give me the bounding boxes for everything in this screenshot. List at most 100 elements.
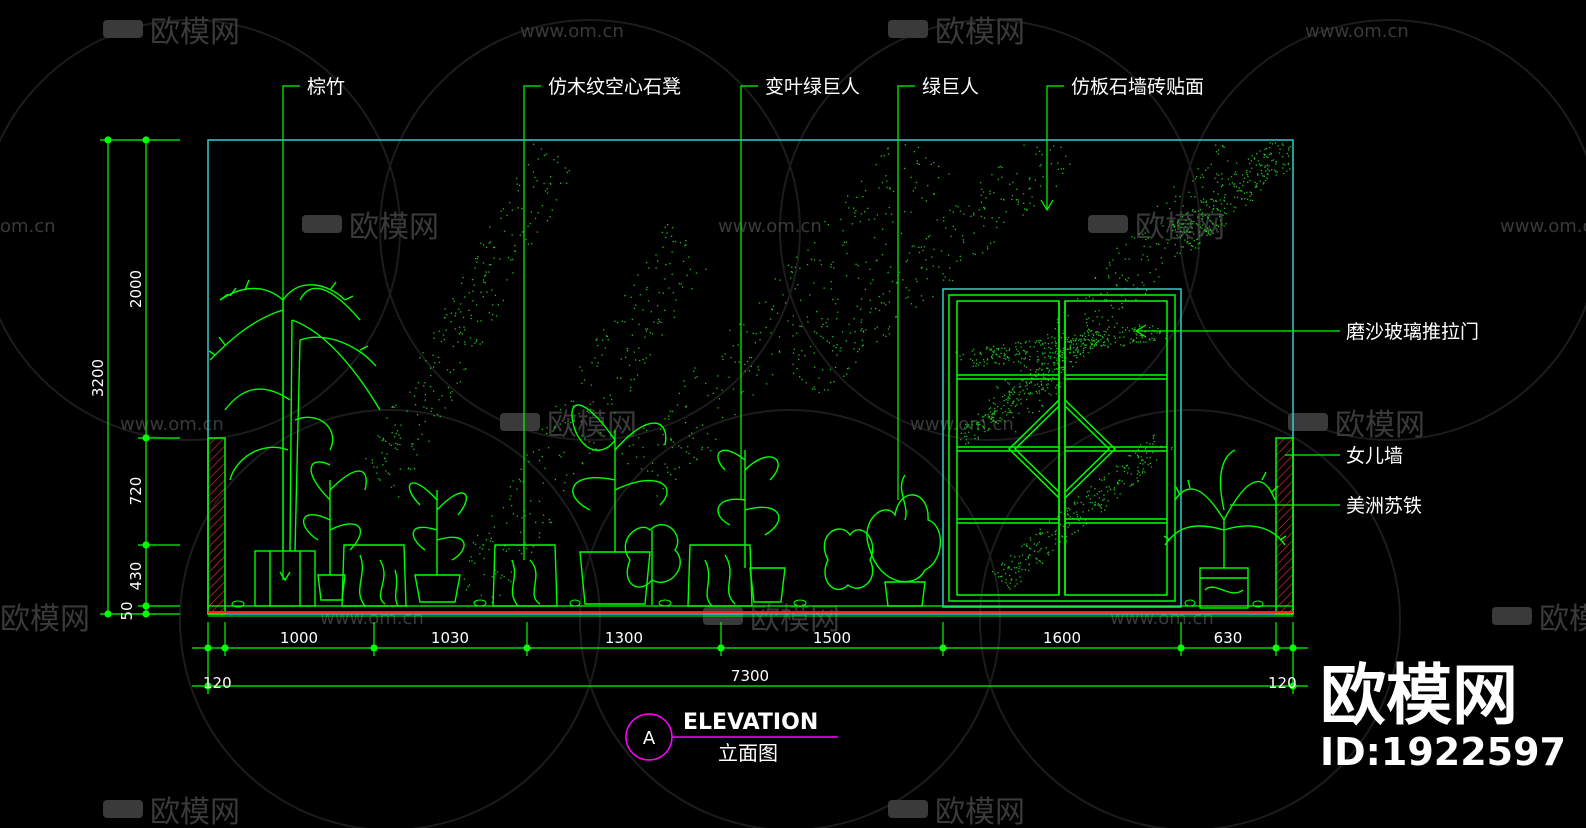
- tile-speck: [1083, 344, 1086, 346]
- tile-speck: [1005, 211, 1007, 213]
- tile-speck: [1130, 338, 1132, 340]
- tile-speck: [392, 405, 394, 408]
- tile-speck: [516, 515, 518, 517]
- tile-speck: [1152, 451, 1154, 454]
- tile-speck: [843, 375, 845, 377]
- tile-speck: [915, 278, 917, 280]
- tile-speck: [1126, 327, 1129, 329]
- tile-speck: [925, 157, 927, 159]
- tile-speck: [1118, 480, 1120, 482]
- tile-speck: [1156, 218, 1158, 220]
- tile-speck: [1098, 491, 1100, 493]
- tile-speck: [1158, 243, 1160, 245]
- tile-speck: [1018, 352, 1021, 354]
- tile-speck: [584, 438, 586, 440]
- tile-speck: [1145, 238, 1147, 241]
- tile-speck: [983, 416, 985, 418]
- tile-speck: [874, 218, 876, 220]
- tile-speck: [422, 352, 424, 354]
- tile-speck: [1173, 226, 1175, 228]
- tile-speck: [1066, 513, 1069, 515]
- tile-speck: [1024, 208, 1026, 210]
- watermark-url: www.om.cn: [718, 216, 822, 237]
- tile-speck: [425, 360, 427, 362]
- tile-speck: [495, 315, 498, 317]
- tile-speck: [1201, 234, 1203, 237]
- tile-speck: [502, 507, 505, 509]
- tile-speck: [532, 143, 535, 145]
- tile-speck: [1234, 196, 1236, 198]
- tile-speck: [664, 278, 666, 280]
- tile-speck: [480, 594, 482, 596]
- tile-speck: [1255, 184, 1257, 186]
- tile-speck: [1041, 362, 1043, 364]
- tile-speck: [604, 347, 606, 349]
- tile-speck: [862, 344, 864, 346]
- tile-speck: [538, 459, 541, 462]
- tile-speck: [522, 481, 524, 483]
- tile-speck: [1052, 376, 1054, 379]
- tile-speck: [1071, 533, 1073, 535]
- tile-speck: [992, 351, 994, 353]
- tile-speck: [1188, 218, 1190, 220]
- tile-speck: [1031, 196, 1033, 198]
- tile-speck: [1238, 187, 1240, 189]
- tile-speck: [488, 264, 491, 266]
- tile-speck: [1085, 344, 1087, 346]
- tile-speck: [472, 290, 474, 292]
- tile-speck: [1278, 152, 1280, 154]
- tile-speck: [881, 181, 884, 184]
- tile-speck: [1189, 242, 1191, 245]
- tile-speck: [1119, 479, 1121, 481]
- tile-speck: [488, 242, 490, 244]
- tile-speck: [835, 347, 837, 349]
- tile-speck: [460, 331, 462, 334]
- tile-speck: [694, 367, 696, 369]
- tile-speck: [1016, 404, 1018, 406]
- tile-speck: [667, 471, 669, 473]
- tile-speck: [809, 294, 811, 296]
- tile-speck: [790, 271, 792, 273]
- tile-speck: [1195, 223, 1198, 225]
- tile-speck: [991, 355, 993, 357]
- tile-speck: [1020, 346, 1022, 348]
- tile-speck: [1106, 328, 1109, 330]
- tile-speck: [856, 305, 858, 307]
- tile-speck: [1208, 215, 1210, 217]
- tile-speck: [1142, 459, 1144, 462]
- tile-speck: [1107, 338, 1109, 340]
- tile-speck: [601, 339, 604, 341]
- tile-speck: [530, 500, 532, 502]
- tile-speck: [1201, 201, 1203, 203]
- tile-speck: [778, 336, 781, 338]
- dim-vertical-segment: 50: [118, 601, 136, 620]
- tile-speck: [983, 217, 986, 219]
- tile-speck: [1044, 352, 1046, 354]
- tile-speck: [640, 468, 643, 470]
- tile-speck: [664, 309, 666, 311]
- tile-speck: [998, 166, 1000, 169]
- tile-speck: [1035, 390, 1037, 392]
- tile-speck: [848, 323, 850, 325]
- tile-speck: [543, 183, 545, 185]
- tile-speck: [1039, 185, 1042, 187]
- tile-speck: [1202, 224, 1204, 226]
- tile-speck: [695, 272, 698, 274]
- tile-speck: [493, 526, 495, 528]
- tile-speck: [1180, 246, 1183, 248]
- tile-speck: [666, 232, 668, 234]
- tile-speck: [794, 288, 796, 290]
- tile-speck: [951, 279, 954, 282]
- tile-speck: [1009, 348, 1011, 350]
- tile-speck: [545, 190, 547, 192]
- tile-speck: [826, 340, 828, 342]
- tile-speck: [584, 436, 587, 438]
- tile-speck: [976, 422, 978, 424]
- tile-speck: [1070, 361, 1072, 363]
- tile-speck: [869, 311, 871, 313]
- tile-speck: [1044, 356, 1046, 359]
- tile-speck: [1210, 230, 1213, 232]
- tile-speck: [1214, 200, 1217, 202]
- tile-speck: [482, 544, 484, 546]
- tile-speck: [474, 562, 476, 564]
